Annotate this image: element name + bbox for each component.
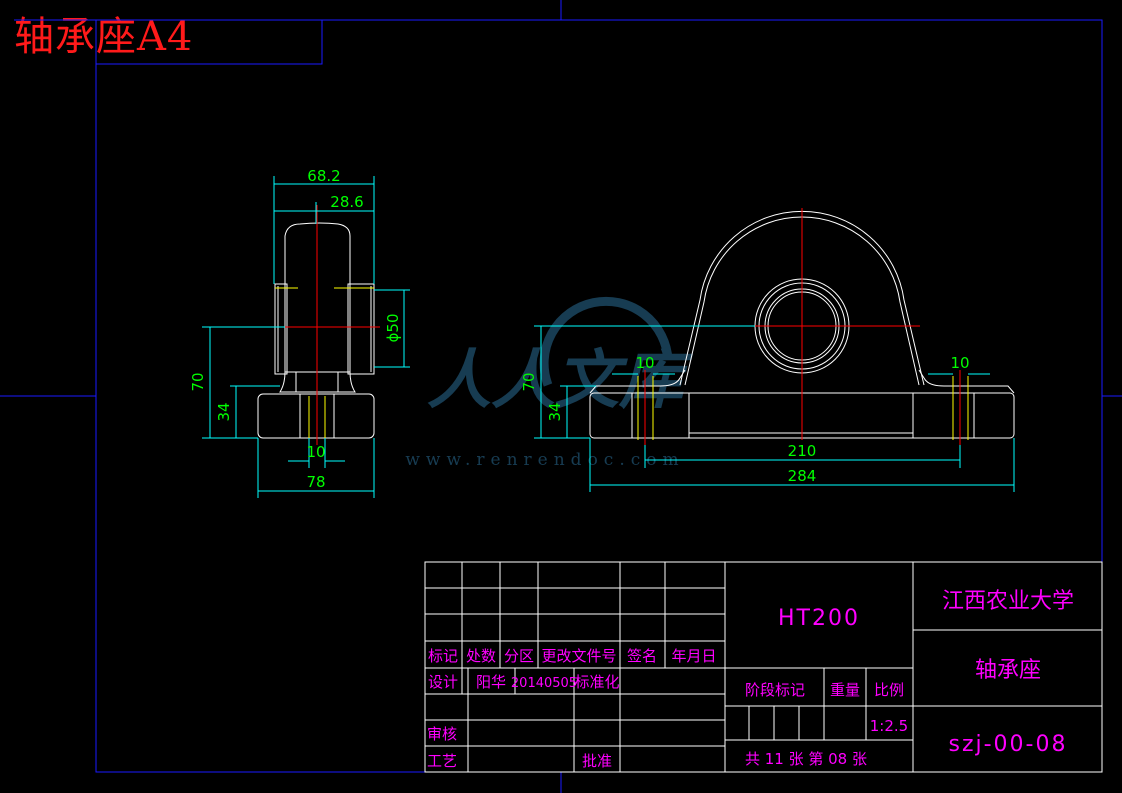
front-view-dimension-text: 70 34 10 10 210 284: [520, 354, 970, 485]
dim-bore-diameter: ϕ50: [384, 314, 402, 343]
watermark-brand: 人人文库: [427, 343, 694, 418]
drawing-number: szj-00-08: [949, 732, 1068, 757]
sheet-info: 共 11 张 第 08 张: [745, 750, 867, 768]
review-label: 审核: [427, 725, 457, 743]
dim-side-overall-width: 68.2: [307, 167, 340, 185]
scale-value: 1:2.5: [870, 717, 908, 735]
watermark: 人人文库 www.renrendoc.com: [405, 296, 694, 470]
col-header-signature: 签名: [627, 647, 657, 665]
dim-right-bolt-slot: 10: [950, 354, 969, 372]
dim-bolt-spacing: 210: [788, 442, 817, 460]
drawing-title: 轴承座A4: [14, 14, 194, 60]
watermark-arc: [539, 296, 673, 387]
dim-side-base-width: 78: [306, 473, 325, 491]
standardization-label: 标准化: [574, 673, 619, 691]
side-view-dimension-lines: [202, 176, 410, 498]
design-date: 20140505: [511, 676, 577, 691]
part-name: 轴承座: [975, 658, 1041, 683]
approve-label: 批准: [582, 752, 612, 770]
title-block-grid: [424, 561, 1103, 773]
process-label: 工艺: [427, 752, 457, 770]
dim-side-slot-width: 10: [306, 443, 325, 461]
dim-front-center-height: 70: [520, 372, 538, 391]
dim-overall-length: 284: [788, 467, 817, 485]
title-block-text: 标记 处数 分区 更改文件号 签名 年月日 设计 阳华 20140505 标准化…: [427, 589, 1074, 770]
dim-front-base-height: 34: [546, 402, 564, 421]
material: HT200: [778, 606, 860, 631]
front-view: 70 34 10 10 210 284: [520, 208, 1015, 492]
front-view-hidden: [637, 376, 969, 440]
side-view-centerlines: [266, 205, 380, 445]
stage-mark-label: 阶段标记: [745, 681, 805, 699]
front-view-dimension-lines: [534, 325, 1015, 492]
col-header-change-doc: 更改文件号: [541, 647, 616, 665]
title-block: 标记 处数 分区 更改文件号 签名 年月日 设计 阳华 20140505 标准化…: [424, 561, 1103, 773]
col-header-count: 处数: [466, 647, 496, 665]
dim-left-bolt-slot: 10: [635, 354, 654, 372]
col-header-zone: 分区: [504, 647, 534, 665]
organization-name: 江西农业大学: [942, 589, 1074, 614]
side-view-outline: [257, 222, 375, 439]
designer-name: 阳华: [476, 673, 506, 691]
watermark-url: www.renrendoc.com: [405, 450, 684, 470]
weight-label: 重量: [830, 681, 860, 699]
col-header-date: 年月日: [671, 647, 716, 665]
side-view-dimension-text: 68.2 28.6 ϕ50 70 34 10 78: [189, 167, 402, 491]
side-view: 68.2 28.6 ϕ50 70 34 10 78: [189, 167, 410, 498]
scale-label: 比例: [874, 681, 904, 699]
col-header-mark: 标记: [428, 647, 458, 665]
dim-side-hub-offset: 28.6: [330, 193, 363, 211]
design-label: 设计: [428, 673, 458, 691]
side-view-hidden: [275, 287, 374, 438]
dim-side-center-height: 70: [189, 372, 207, 391]
dim-side-base-height: 34: [215, 402, 233, 421]
